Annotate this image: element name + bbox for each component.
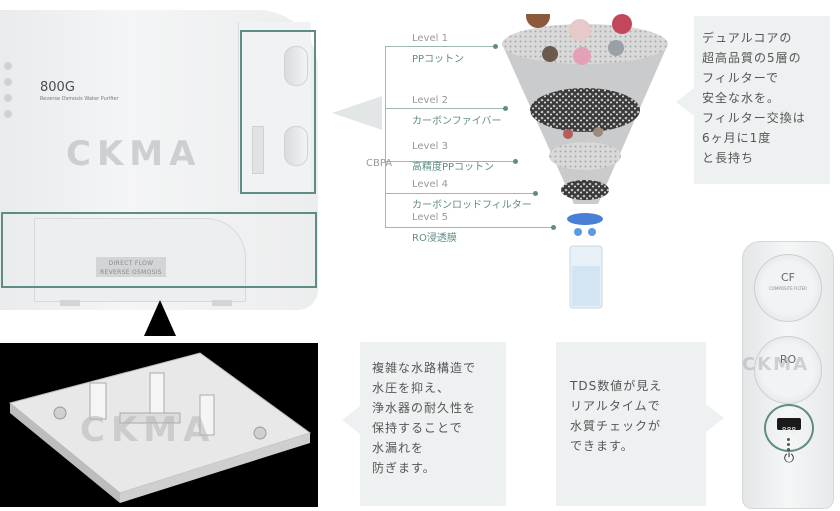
level-3-name: 高精度PPコットン — [412, 162, 495, 173]
water-in-glass — [572, 266, 600, 306]
pointer-to-levels — [332, 96, 382, 130]
layer-ro-membrane — [567, 213, 603, 225]
tds-callout: TDS数値が見え リアルタイムで 水質チェックが できます。 — [556, 342, 706, 506]
tds-display-value: 888 — [781, 426, 797, 435]
tds-callout-pointer — [706, 404, 724, 432]
contaminant-ball — [542, 46, 558, 62]
pointer-to-waterway — [144, 300, 176, 336]
filter-callout-line: 安全な水を。 — [702, 91, 781, 105]
contaminant-ball — [608, 40, 624, 56]
level-5-number: Level 5 — [412, 212, 448, 223]
nameplate-line-1: DIRECT FLOW — [108, 260, 154, 267]
filter-callout-line: 6ヶ月に1度 — [702, 131, 772, 145]
outlet-port-bottom — [284, 126, 308, 166]
level-dot-3 — [513, 159, 518, 164]
bracket-line-5 — [385, 227, 553, 228]
foot-right — [212, 300, 232, 306]
tds-display: 888 — [777, 418, 801, 435]
layer-precision-pp — [549, 142, 621, 170]
watermark-dispenser: CKMA — [742, 354, 810, 375]
group-label: CBPA — [366, 158, 393, 169]
level-dot-4 — [533, 191, 538, 196]
level-1-name: PPコットン — [412, 54, 465, 65]
level-2-name: カーボンファイバー — [412, 116, 502, 127]
level-dot-2 — [503, 106, 508, 111]
structure-callout-line: 複雑な水路構造で — [372, 361, 477, 375]
contaminant-ball — [593, 127, 603, 137]
side-slot — [252, 126, 264, 174]
layer-carbon-rod — [561, 180, 609, 200]
highlight-base — [1, 212, 317, 288]
highlight-side-ports — [240, 30, 316, 194]
level-2-number: Level 2 — [412, 95, 448, 106]
ro-filter-cap: RO — [754, 336, 822, 404]
model-subtitle: Reverse Osmosis Water Purifier — [40, 96, 119, 102]
outlet-port-top — [284, 46, 308, 86]
watermark-top: CKMA — [66, 134, 202, 174]
structure-callout-pointer — [342, 406, 360, 434]
level-dot-1 — [493, 44, 498, 49]
cf-filter-sublabel: COMPOSITE FILTER — [769, 286, 807, 291]
structure-callout-line: 水漏れを — [372, 441, 425, 455]
tds-callout-line: TDS数値が見え — [570, 379, 663, 393]
tds-callout-line: できます。 — [570, 439, 634, 453]
cf-filter-cap: CF COMPOSITE FILTER — [754, 254, 822, 322]
ro-filter-label: RO — [779, 353, 797, 366]
filter-callout: デュアルコアの 超高品質の5層の フィルターで 安全な水を。 フィルター交換は … — [694, 16, 830, 184]
structure-callout-line: 水圧を抑え、 — [372, 381, 451, 395]
waterway-structure-image — [0, 343, 318, 507]
level-5-name: RO浸透膜 — [412, 233, 457, 244]
filter-callout-pointer — [676, 88, 694, 116]
waterway-manifold-illustration — [8, 352, 312, 503]
structure-callout: 複雑な水路構造で 水圧を抑え、 浄水器の耐久性を 保持することで 水漏れを 防ぎ… — [360, 342, 506, 506]
level-4-name: カーボンロッドフィルター — [412, 200, 532, 211]
contaminant-ball — [573, 47, 591, 65]
bracket-line-4 — [385, 193, 535, 194]
level-3-number: Level 3 — [412, 141, 448, 152]
highlight-tds-display — [764, 404, 814, 452]
tds-callout-line: 水質チェックが — [570, 419, 662, 433]
contaminant-ball — [612, 14, 632, 34]
cf-filter-label: CF — [780, 271, 795, 284]
nameplate-line-2: REVERSE OSMOSIS — [100, 269, 162, 276]
filter-callout-line: フィルター交換は — [702, 111, 806, 125]
filter-callout-line: 超高品質の5層の — [702, 51, 802, 65]
contaminant-ball — [569, 19, 591, 41]
water-drop — [588, 228, 596, 236]
filter-callout-line: と長持ち — [702, 151, 755, 165]
front-nameplate: DIRECT FLOW REVERSE OSMOSIS — [96, 257, 166, 277]
structure-callout-line: 浄水器の耐久性を — [372, 401, 477, 415]
filter-callout-line: デュアルコアの — [702, 31, 793, 45]
model-name: 800G — [40, 80, 75, 95]
bracket-line-3 — [385, 161, 515, 162]
bracket-line-2 — [385, 108, 505, 109]
structure-callout-line: 防ぎます。 — [372, 461, 436, 475]
water-drop — [574, 228, 582, 236]
contaminant-ball — [563, 129, 573, 139]
filter-funnel-illustration — [502, 14, 668, 309]
layer-carbon-fiber — [530, 88, 640, 132]
bracket-vertical — [385, 46, 386, 228]
level-1-number: Level 1 — [412, 33, 448, 44]
indicator-dots — [787, 438, 791, 451]
tds-callout-line: リアルタイムで — [570, 399, 661, 413]
side-connector-strip — [4, 62, 12, 132]
structure-callout-line: 保持することで — [372, 421, 463, 435]
filter-callout-line: フィルターで — [702, 71, 780, 85]
watermark-bottom: CKMA — [80, 410, 216, 450]
contaminant-ball — [526, 14, 550, 28]
bracket-line-1 — [385, 46, 495, 47]
foot-left — [60, 300, 80, 306]
power-icon[interactable]: ⏻ — [783, 451, 795, 466]
level-dot-5 — [551, 225, 556, 230]
level-4-number: Level 4 — [412, 179, 448, 190]
